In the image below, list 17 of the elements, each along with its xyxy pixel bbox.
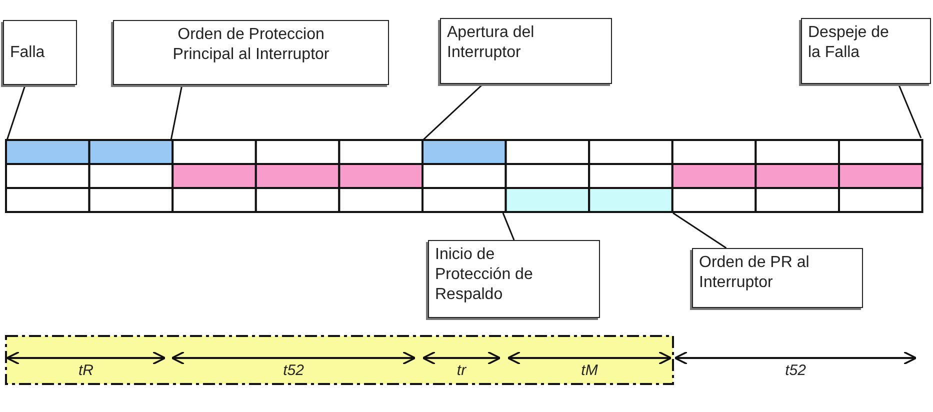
callout-box: Apertura del Interruptor <box>440 18 612 84</box>
leader-line <box>898 84 922 138</box>
leader-line <box>502 212 515 240</box>
duration-label: tR <box>78 362 94 379</box>
leader-line <box>672 212 727 249</box>
duration-label: t52 <box>282 362 305 379</box>
duration-label: tM <box>580 362 599 379</box>
callout-box: Orden de Proteccion Principal al Interruptor <box>113 20 389 85</box>
callout-box: Falla <box>3 20 77 85</box>
callout-box: Despeje de la Falla <box>801 18 931 84</box>
leader-line <box>422 83 484 141</box>
leader-line <box>170 84 183 140</box>
duration-label: t52 <box>784 362 807 379</box>
callout-box: Inicio de Protección de Respaldo <box>428 240 600 318</box>
callout-box: Orden de PR al Interruptor <box>692 248 863 308</box>
duration-label: tr <box>456 362 468 379</box>
leader-line <box>6 84 26 140</box>
